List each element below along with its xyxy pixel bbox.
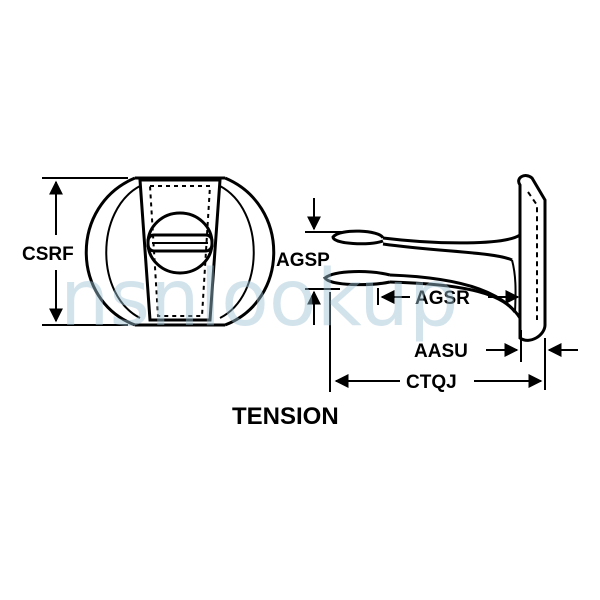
diagram-title: TENSION: [232, 403, 339, 430]
side-view: [323, 174, 547, 342]
agsp-dimension: AGSP: [276, 198, 345, 325]
front-view: [84, 176, 276, 327]
ctqj-label: CTQJ: [406, 372, 457, 393]
aasu-label: AASU: [414, 341, 468, 362]
watermark-text: nsnlookup: [60, 254, 458, 344]
aasu-dimension: AASU: [414, 330, 578, 390]
agsr-dimension: AGSR: [377, 288, 520, 309]
agsr-label: AGSR: [415, 288, 470, 309]
agsp-label: AGSP: [276, 250, 330, 271]
csrf-label: CSRF: [22, 244, 74, 265]
ctqj-dimension: CTQJ: [329, 292, 543, 393]
csrf-dimension: CSRF: [22, 177, 128, 326]
